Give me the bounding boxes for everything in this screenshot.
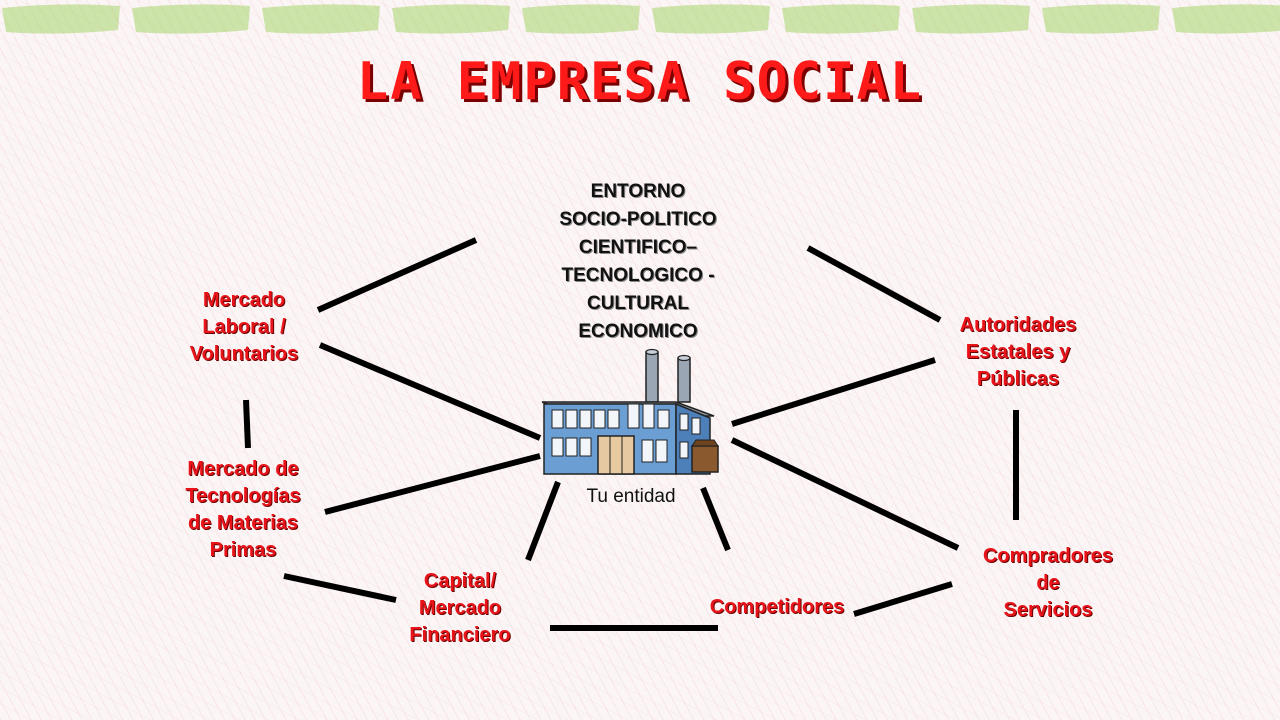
band-stroke <box>1172 4 1280 34</box>
entorno-label: ENTORNO SOCIO-POLITICO CIENTIFICO– TECNO… <box>559 181 717 342</box>
band-stroke <box>652 4 770 34</box>
band-stroke <box>522 4 640 34</box>
connector-entity-competidores <box>700 486 731 552</box>
node-capital: Capital/ Mercado Financiero <box>409 570 511 646</box>
connector-entity-compradores <box>730 437 960 551</box>
factory-icon <box>541 348 719 475</box>
node-mercado-tecnologias: Mercado de Tecnologías de Materias Prima… <box>185 458 301 561</box>
connector-entorno-laboral <box>316 237 478 313</box>
node-autoridades: Autoridades Estatales y Públicas <box>959 314 1077 390</box>
band-stroke <box>1042 4 1160 34</box>
connector-entity-capital <box>525 480 561 562</box>
band-stroke <box>262 4 380 34</box>
page-title: LA EMPRESA SOCIAL <box>356 52 924 112</box>
band-stroke <box>132 4 250 34</box>
node-competidores: Competidores <box>709 596 845 618</box>
decorative-green-band <box>2 4 1280 34</box>
band-stroke <box>392 4 510 34</box>
band-stroke <box>2 4 120 34</box>
connector-tecnologias-capital <box>283 573 397 603</box>
connector-tecnologias-entity <box>324 453 541 515</box>
connector-autoridades-entity <box>731 357 936 427</box>
band-stroke <box>782 4 900 34</box>
connector-laboral-tecnologias <box>243 399 251 449</box>
connector-entorno-autoridades <box>806 245 942 323</box>
node-mercado-laboral: Mercado Laboral / Voluntarios <box>189 289 299 365</box>
node-compradores: Compradores de Servicios <box>982 545 1114 621</box>
band-stroke <box>912 4 1030 34</box>
connector-competidores-compradores <box>853 581 953 617</box>
connector-laboral-entity <box>318 342 542 441</box>
entity-label: Tu entidad <box>586 486 676 507</box>
